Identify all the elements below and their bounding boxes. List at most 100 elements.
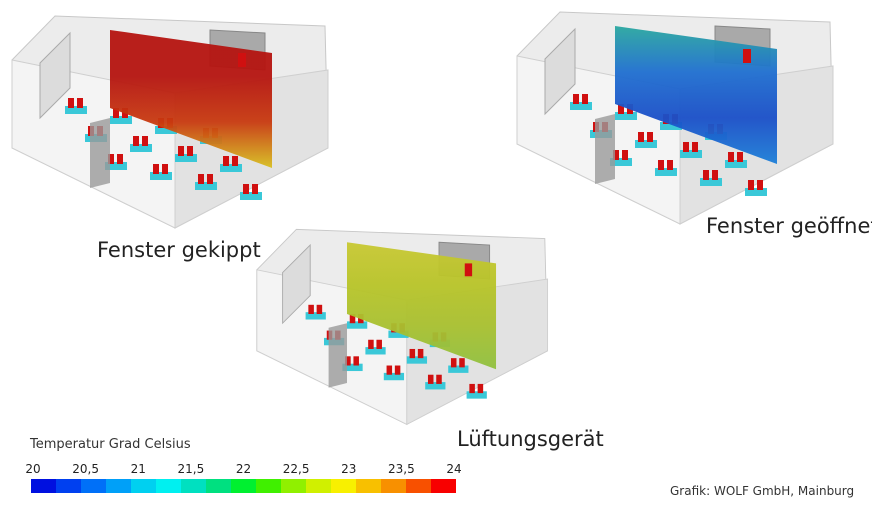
student	[162, 164, 168, 174]
student	[417, 348, 424, 359]
desk	[240, 192, 262, 200]
student	[618, 104, 624, 114]
student	[133, 136, 139, 146]
student	[117, 154, 123, 164]
desk	[175, 154, 197, 162]
desk	[347, 321, 368, 329]
door-column	[595, 114, 615, 184]
student	[68, 98, 74, 108]
desk	[388, 330, 409, 338]
label-tilted-window: Fenster gekippt	[97, 238, 261, 262]
legend-tick: 23,5	[388, 462, 415, 476]
desk	[155, 126, 177, 134]
color-swatch	[331, 479, 356, 493]
student	[207, 174, 213, 184]
temperature-slice	[347, 242, 497, 370]
desk	[655, 168, 677, 176]
color-swatch	[256, 479, 281, 493]
student	[345, 356, 351, 366]
desk	[425, 382, 446, 390]
student	[459, 358, 465, 368]
desk	[195, 182, 217, 190]
desk	[615, 112, 637, 120]
student	[647, 132, 653, 142]
room-group	[516, 11, 834, 225]
color-scale-bar	[31, 479, 456, 493]
student	[728, 152, 734, 162]
legend-title: Temperatur Grad Celsius	[30, 437, 191, 452]
student	[232, 156, 238, 166]
student	[316, 304, 323, 314]
student	[142, 136, 148, 146]
desk	[466, 391, 487, 399]
student	[450, 358, 457, 368]
desk	[110, 116, 132, 124]
student	[223, 156, 229, 166]
student	[613, 150, 619, 160]
label-ventilation-unit: Lüftungsgerät	[457, 427, 604, 451]
student	[477, 383, 484, 394]
student	[113, 108, 119, 118]
student	[683, 142, 689, 152]
student	[108, 154, 114, 164]
student	[737, 152, 743, 162]
color-swatch	[281, 479, 306, 493]
color-swatch	[231, 479, 256, 493]
student	[368, 339, 374, 349]
student	[409, 348, 416, 359]
student	[427, 374, 434, 384]
student	[178, 146, 184, 156]
desk	[305, 312, 326, 320]
student	[77, 98, 83, 108]
room-simulation-tilted-window	[11, 15, 329, 229]
temperature-slice	[615, 26, 777, 164]
student	[703, 170, 709, 180]
legend-tick: 20,5	[72, 462, 99, 476]
student	[353, 356, 359, 366]
student	[748, 180, 754, 190]
teacher	[743, 49, 751, 63]
window	[282, 243, 311, 325]
door-column	[328, 323, 347, 388]
student	[308, 304, 314, 314]
legend-tick: 22	[235, 462, 252, 476]
temperature-slice	[110, 30, 272, 168]
desk	[745, 188, 767, 196]
desk	[448, 365, 469, 373]
color-swatch	[431, 479, 456, 493]
legend-tick: 21,5	[177, 462, 205, 476]
color-swatch	[306, 479, 331, 493]
color-swatch	[31, 479, 56, 493]
student	[573, 94, 579, 104]
desk	[635, 140, 657, 148]
student	[252, 184, 258, 194]
student	[386, 365, 393, 375]
legend-tick: 24	[446, 462, 462, 476]
window	[39, 31, 71, 120]
room-simulation-open-window	[516, 11, 834, 225]
color-swatch	[56, 479, 81, 493]
window	[544, 27, 576, 116]
desk	[105, 162, 127, 170]
desk	[660, 122, 682, 130]
student	[757, 180, 763, 190]
legend-tick: 21	[130, 462, 146, 476]
room-simulation-ventilation-unit	[256, 228, 549, 426]
student	[153, 164, 159, 174]
legend-tick: 23	[341, 462, 357, 476]
student	[436, 374, 442, 384]
color-swatch	[406, 479, 431, 493]
color-swatch	[356, 479, 381, 493]
student	[667, 160, 673, 170]
legend-tick: 20	[25, 462, 41, 476]
desk	[570, 102, 592, 110]
color-swatch	[181, 479, 206, 493]
desk	[725, 160, 747, 168]
student	[243, 184, 249, 194]
student	[198, 174, 204, 184]
teacher	[464, 263, 473, 277]
desk	[365, 347, 386, 355]
color-swatch	[106, 479, 131, 493]
desk	[700, 178, 722, 186]
